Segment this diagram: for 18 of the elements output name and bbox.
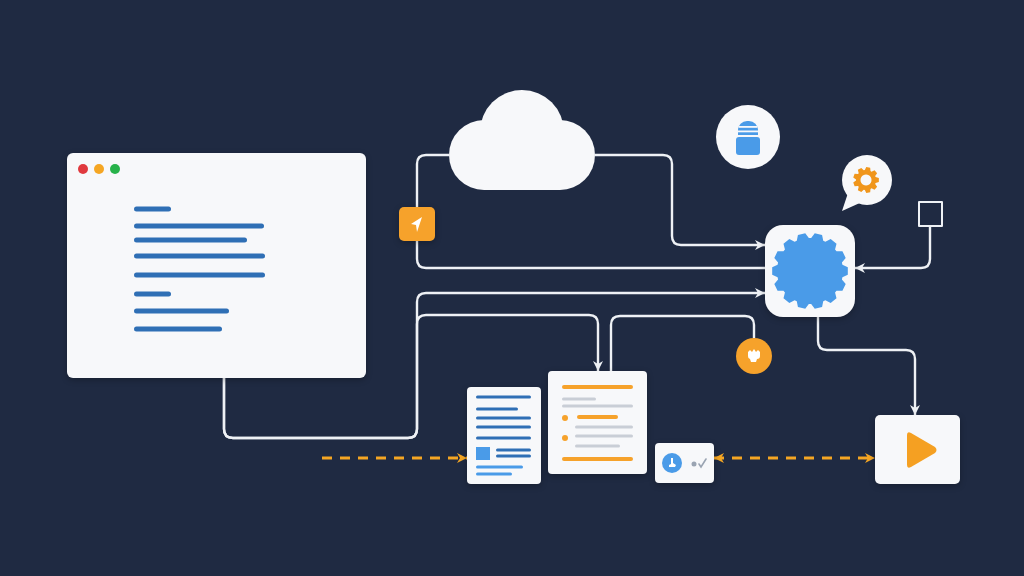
status-card <box>655 443 714 483</box>
connector-line <box>415 241 765 270</box>
arrow <box>855 227 932 273</box>
arrow <box>222 313 603 440</box>
status-circle <box>736 338 772 374</box>
browser-window <box>67 153 366 378</box>
arrow <box>595 153 765 250</box>
play-card <box>875 415 960 484</box>
cursor-tile <box>399 207 435 241</box>
gear-card <box>765 225 855 317</box>
list-card <box>548 371 647 474</box>
connector-line <box>609 314 756 371</box>
arrow <box>816 317 920 415</box>
outline-square <box>918 201 943 227</box>
document-card <box>467 387 541 484</box>
connector-line <box>415 153 449 207</box>
dashed-arrow <box>714 453 875 463</box>
dashed-arrow <box>322 453 467 463</box>
